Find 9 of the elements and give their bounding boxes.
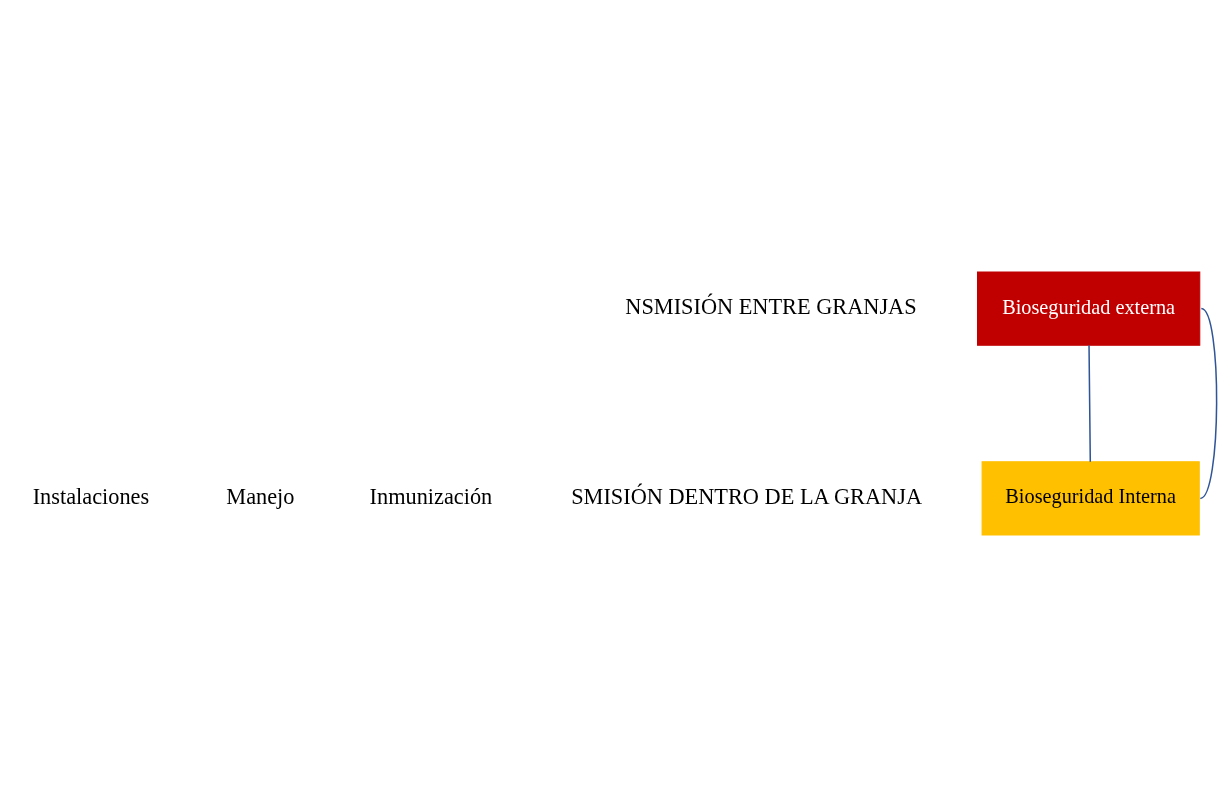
connector [1088, 344, 1092, 462]
label: Instalaciones [32, 483, 150, 509]
node-box: Bioseguridad externa [977, 271, 1201, 346]
label: Inmunización [369, 483, 493, 509]
node-box: Bioseguridad Interna [981, 460, 1200, 535]
label: NSMISIÓN ENTRE GRANJAS [625, 293, 917, 319]
label: SMISIÓN DENTRO DE LA GRANJA [571, 483, 922, 509]
connector [1199, 307, 1218, 499]
label: Manejo [226, 483, 295, 509]
